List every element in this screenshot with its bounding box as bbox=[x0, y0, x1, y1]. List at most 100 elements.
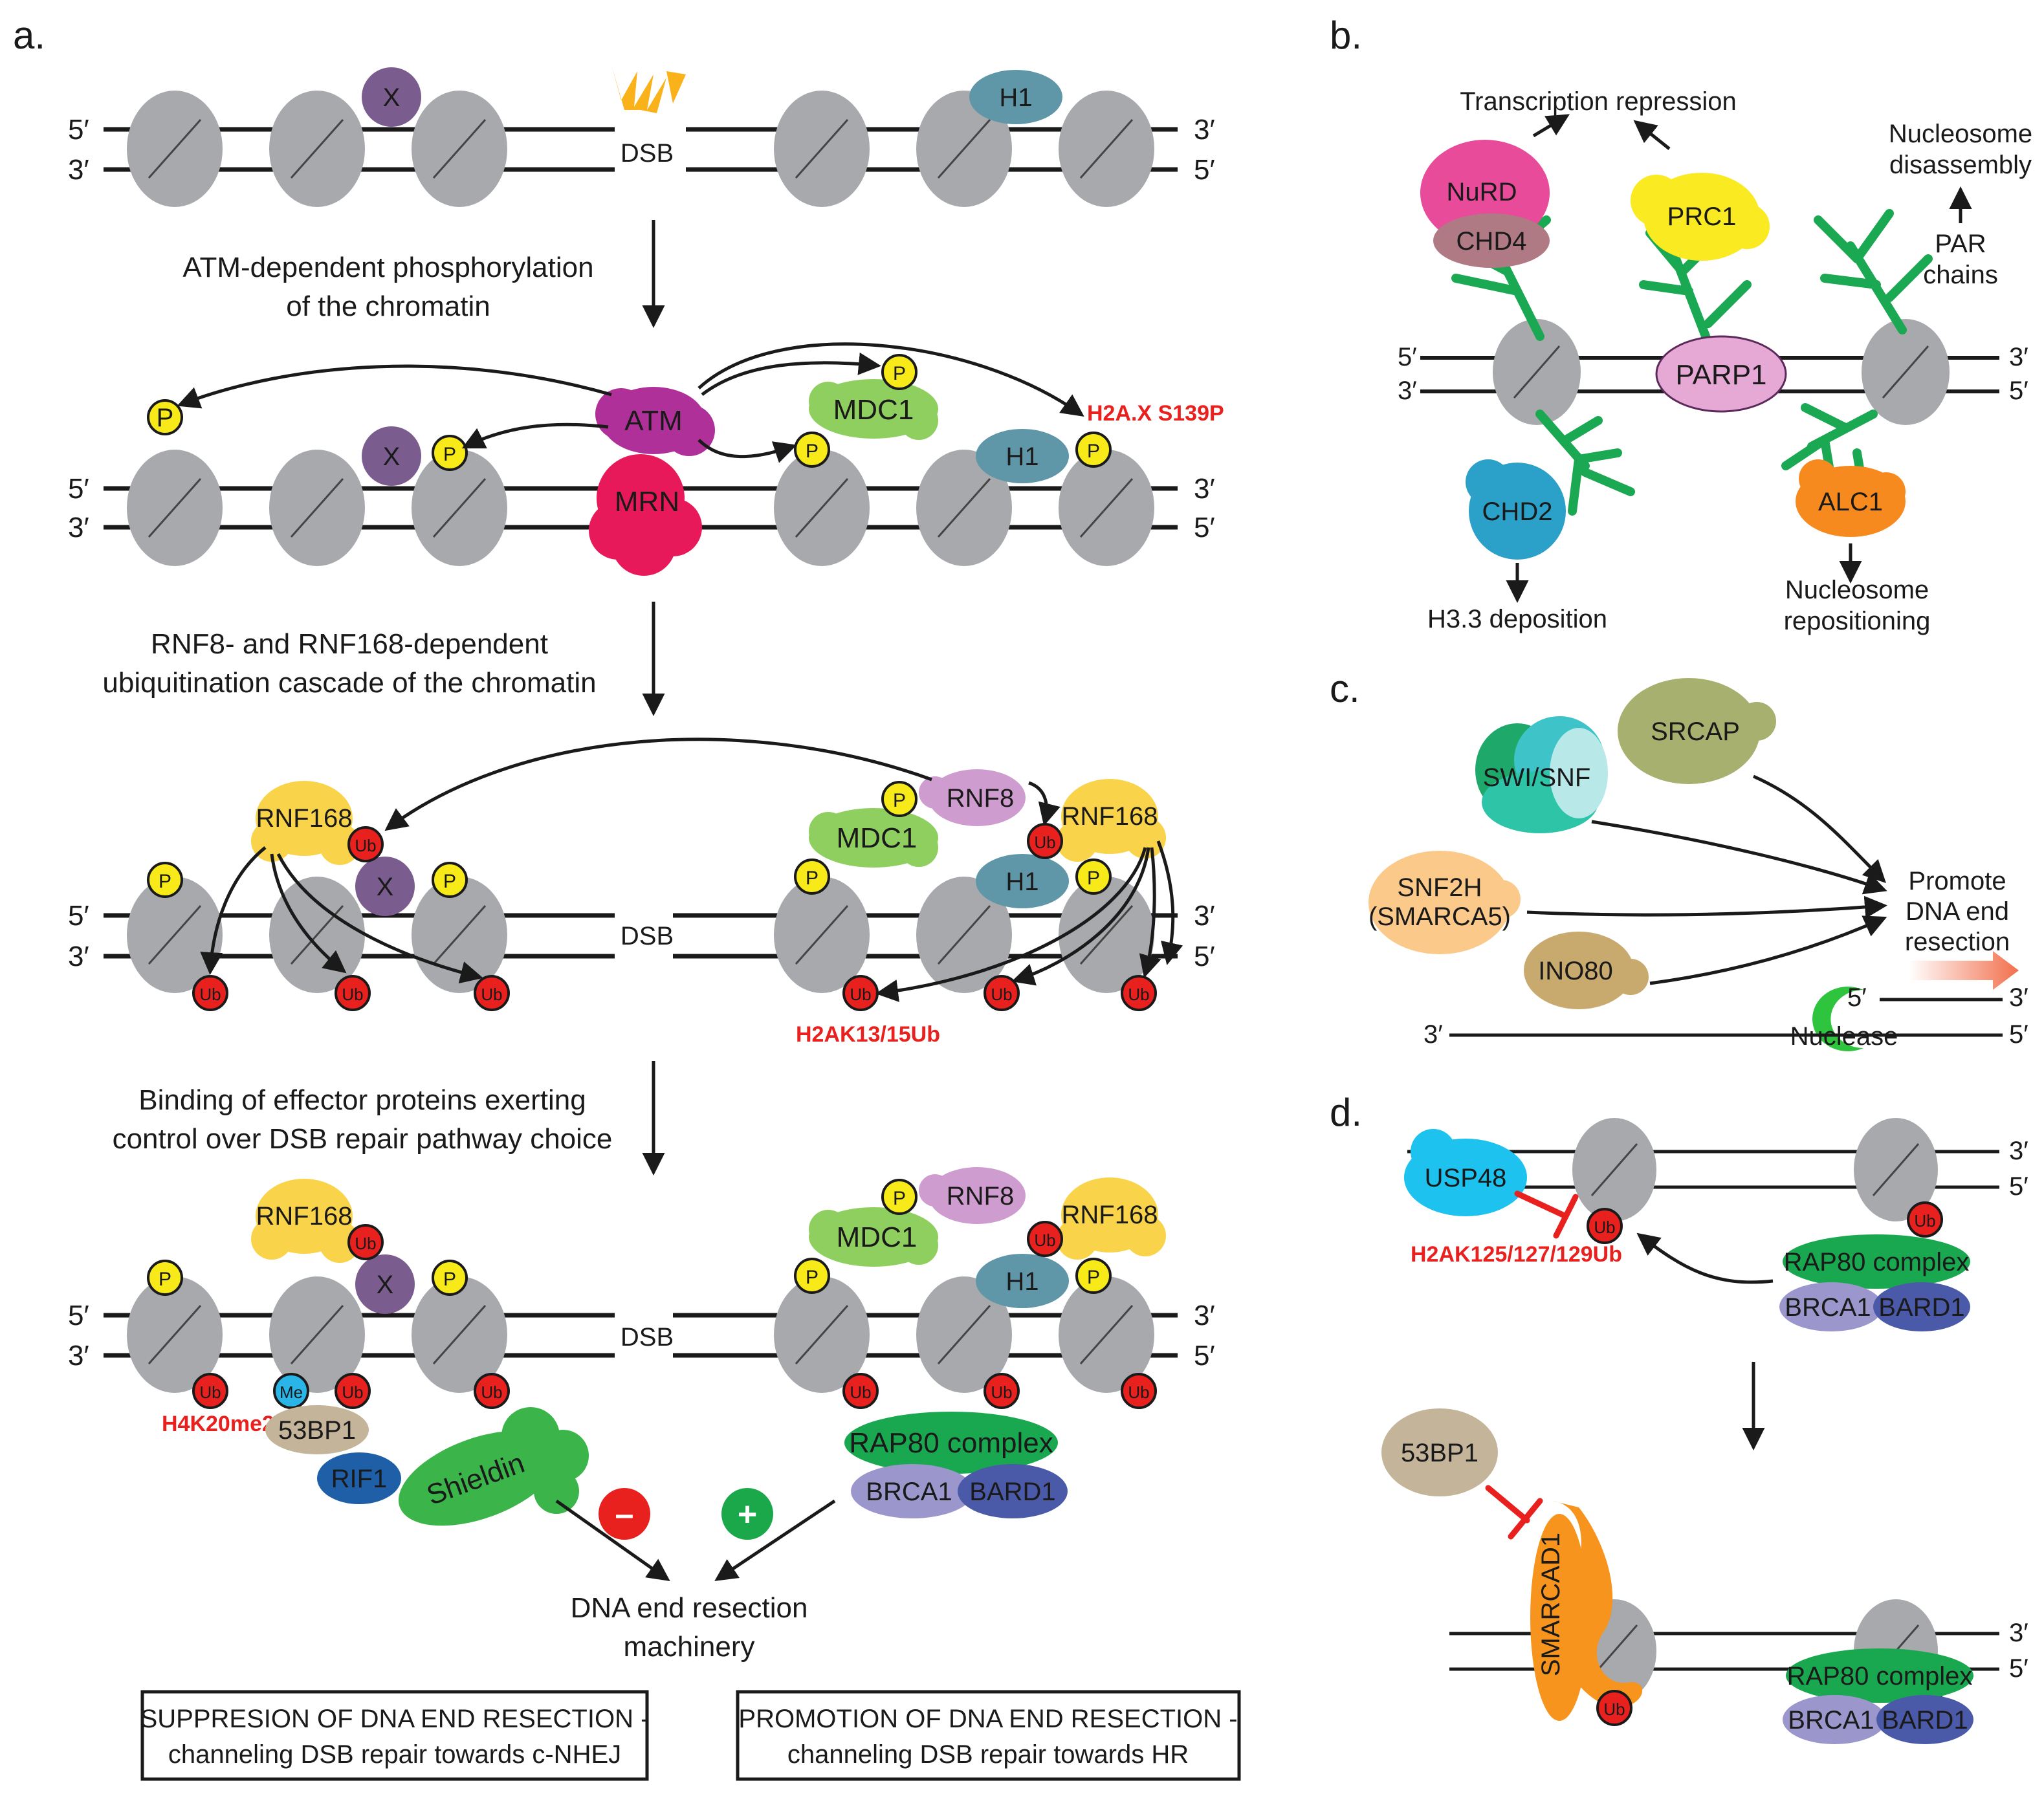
dsb-lightning-icon bbox=[611, 65, 686, 113]
phospho-mark bbox=[147, 1260, 183, 1296]
strand-label: 5′ bbox=[1194, 512, 1215, 543]
protein-h1-label: H1 bbox=[1006, 868, 1038, 896]
mrn-label: MRN bbox=[615, 486, 679, 518]
ub-label: Ub bbox=[199, 1383, 221, 1402]
panel-b: 5′ 3′ 3′ 5′ NuRD CHD4 PRC1 PARP1 CHD2 bbox=[1398, 87, 2032, 635]
step3-text: control over DSB repair pathway choice bbox=[113, 1123, 613, 1155]
protein-x bbox=[355, 857, 415, 916]
phospho-label: P bbox=[806, 1267, 819, 1288]
a-row1: X H1 DSB 5′ 3′ 3′ 5′ bbox=[68, 65, 1215, 207]
ub-label: Ub bbox=[991, 985, 1012, 1004]
ubiquitin-mark bbox=[347, 1224, 384, 1260]
nucleosome-repositioning-text: repositioning bbox=[1784, 607, 1931, 635]
step3-text: Binding of effector proteins exerting bbox=[138, 1084, 586, 1116]
nucleosome bbox=[269, 1276, 365, 1393]
protein-rif1 bbox=[317, 1452, 401, 1504]
nucleosome bbox=[1059, 877, 1154, 993]
ubiquitin-mark bbox=[335, 1373, 371, 1409]
phospho-mark bbox=[147, 862, 183, 898]
rnf168-label: RNF168 bbox=[256, 1202, 353, 1231]
phospho-label: P bbox=[159, 1269, 171, 1290]
outcome-box-hr bbox=[736, 1690, 1241, 1781]
ub-label: Ub bbox=[850, 1383, 871, 1402]
ub-label: Ub bbox=[1034, 833, 1055, 852]
srcap-complex bbox=[1618, 678, 1776, 784]
usp48-protein bbox=[1404, 1129, 1527, 1216]
brca1-protein bbox=[1779, 1282, 1883, 1331]
panel-d-label: d. bbox=[1330, 1091, 1362, 1134]
plus-icon bbox=[721, 1488, 773, 1540]
minus-icon bbox=[599, 1488, 650, 1540]
nucleosome bbox=[1059, 91, 1154, 207]
step2-text: ubiquitination cascade of the chromatin bbox=[102, 667, 596, 699]
bard1-label: BARD1 bbox=[1878, 1293, 1964, 1322]
nucleosome-repositioning-text: Nucleosome bbox=[1785, 576, 1929, 604]
box-nhej-text: SUPPRESION OF DNA END RESECTION - bbox=[140, 1705, 650, 1733]
rnf8-protein bbox=[919, 1167, 1026, 1224]
dsb-label: DSB bbox=[621, 139, 674, 168]
ubiquitin-mark bbox=[1596, 1690, 1632, 1726]
inhibit-icon bbox=[1485, 1485, 1543, 1540]
alc1-label: ALC1 bbox=[1818, 488, 1883, 516]
ub-label: Ub bbox=[355, 1234, 376, 1253]
chd2-label: CHD2 bbox=[1482, 498, 1553, 526]
rap80-complex bbox=[1783, 1234, 1970, 1289]
rnf168-protein bbox=[1057, 779, 1166, 862]
dsb-label: DSB bbox=[621, 922, 674, 950]
nucleosome bbox=[412, 91, 507, 207]
ub-label: Ub bbox=[481, 1383, 502, 1402]
protein-x bbox=[362, 67, 421, 127]
h2ak13-15ub-label: H2AK13/15Ub bbox=[796, 1022, 940, 1047]
ubiquitin-mark bbox=[1121, 975, 1157, 1011]
nucleosome bbox=[916, 877, 1012, 993]
h4k20me2-label: H4K20me2 bbox=[162, 1412, 274, 1436]
atm-label: ATM bbox=[624, 405, 683, 437]
mdc1-protein bbox=[809, 1207, 938, 1267]
nucleosome bbox=[269, 91, 365, 207]
nucleosome bbox=[1572, 1118, 1656, 1221]
53bp1-label: 53BP1 bbox=[278, 1416, 356, 1445]
protein-h1 bbox=[976, 1254, 1069, 1308]
phospho-mark bbox=[1075, 432, 1112, 468]
strand-label: 5′ bbox=[2009, 1654, 2028, 1683]
mdc1-label: MDC1 bbox=[837, 822, 918, 854]
strand-label: 3′ bbox=[1194, 1300, 1215, 1331]
step1-text: of the chromatin bbox=[286, 290, 490, 322]
outcome-arrows bbox=[555, 1499, 836, 1582]
rnf168-label: RNF168 bbox=[1062, 802, 1158, 831]
phospho-label: P bbox=[893, 790, 906, 811]
nucleosome bbox=[1493, 319, 1581, 425]
strand-label: 3′ bbox=[2009, 343, 2028, 371]
nucleosome bbox=[412, 1276, 507, 1393]
mdc1-label: MDC1 bbox=[833, 394, 914, 426]
phospho-label: P bbox=[1087, 1267, 1100, 1288]
protein-h1 bbox=[976, 429, 1069, 483]
outcome-box-nhej bbox=[140, 1690, 649, 1781]
protein-x-label: X bbox=[383, 443, 401, 471]
ub-cascade-arrows bbox=[200, 738, 1183, 1002]
strand-label: 3′ bbox=[2009, 1619, 2028, 1647]
resection-direction-arrow bbox=[1909, 951, 2019, 990]
a-row2: X H1 MRN ATM MDC1 P P P P P H2A.X S139P bbox=[68, 342, 1224, 576]
panel-c-label: c. bbox=[1330, 667, 1360, 710]
nucleosome bbox=[1854, 1118, 1938, 1221]
phospho-label: P bbox=[443, 871, 456, 892]
strand-label: 5′ bbox=[2009, 377, 2028, 405]
atm-kinase bbox=[595, 387, 715, 456]
nucleosome bbox=[774, 877, 870, 993]
phospho-label: P bbox=[806, 441, 819, 462]
protein-x-label: X bbox=[377, 873, 394, 901]
mdc1-label: MDC1 bbox=[837, 1221, 918, 1253]
nucleosome bbox=[1059, 450, 1154, 566]
nucleosome bbox=[1862, 319, 1950, 425]
nurd-label: NuRD bbox=[1447, 178, 1517, 206]
protein-53bp1 bbox=[1381, 1408, 1498, 1496]
phospho-mark bbox=[881, 354, 918, 390]
ub-label: Ub bbox=[481, 985, 502, 1004]
brca1-label: BRCA1 bbox=[866, 1478, 952, 1506]
bard1-protein bbox=[958, 1464, 1068, 1518]
strand-label: 5′ bbox=[68, 900, 89, 932]
ubiquitin-mark bbox=[1027, 1221, 1063, 1257]
protein-h1 bbox=[969, 70, 1062, 124]
